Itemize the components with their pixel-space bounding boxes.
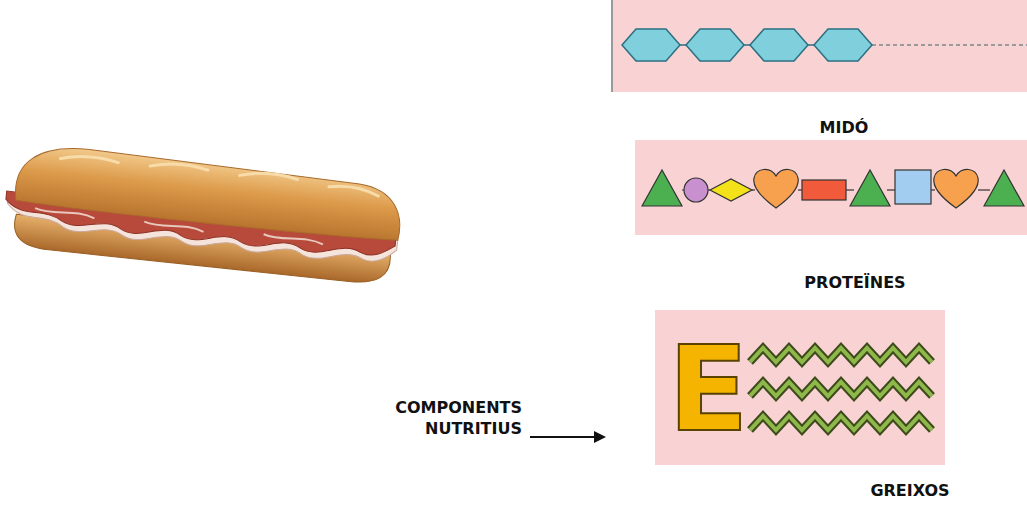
protein-chain [635,140,1027,235]
component-label: MIDÓ [820,118,869,137]
protein-panel: PROTEÏNES [635,140,1027,300]
energy-letter: E [668,330,749,448]
starch-chain [612,0,1027,92]
component-label: GREIXOS [870,481,949,500]
starch-panel: MIDÓ [612,0,1027,150]
sandwich [1,141,404,286]
component-label: PROTEÏNES [804,273,905,292]
fat-molecule [655,310,945,465]
caption-label: COMPONENTS NUTRITIUS [372,398,522,440]
pointer-arrow [530,431,606,443]
